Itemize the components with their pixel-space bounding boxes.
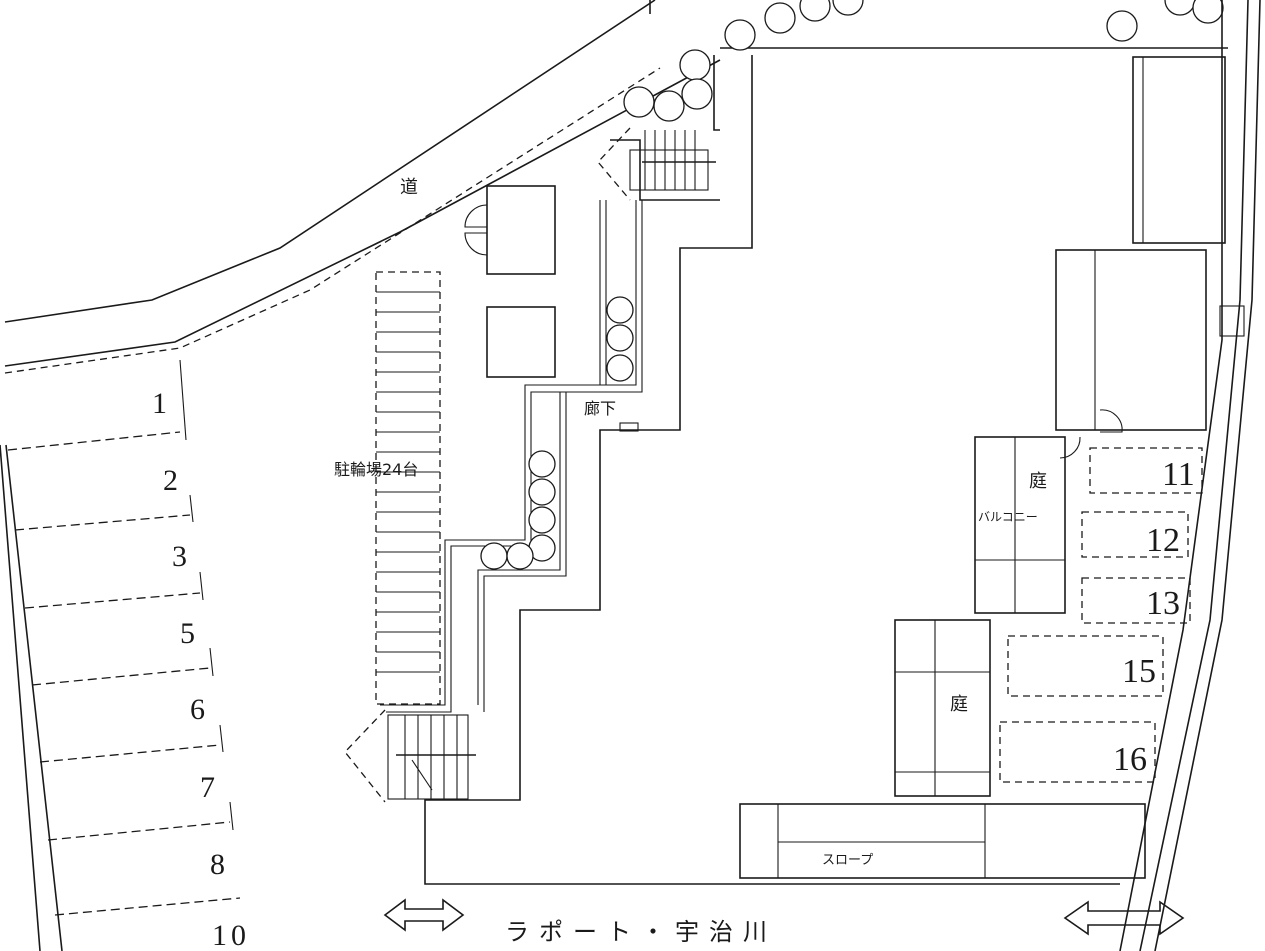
right-boundary <box>1119 0 1261 951</box>
tree-icon <box>681 78 713 110</box>
tree-icon <box>623 86 655 118</box>
tree-icon <box>528 506 556 534</box>
lower-staircase <box>344 709 476 803</box>
garden-label: 庭 <box>1029 471 1047 492</box>
right-buildings <box>1055 56 1226 459</box>
left-parking-dividers <box>7 359 241 916</box>
slope-label: スロープ <box>822 853 873 868</box>
tree-icon <box>799 0 831 22</box>
double-arrow-icon <box>383 898 465 932</box>
tree-icon <box>528 478 556 506</box>
parking-number: 10 <box>212 919 250 951</box>
parking-number: 2 <box>163 464 178 497</box>
parking-number: 15 <box>1122 653 1156 690</box>
parking-number: 6 <box>190 693 205 726</box>
corridor-label: 廊下 <box>584 399 616 418</box>
left-boundary <box>0 444 63 951</box>
tree-icon <box>764 2 796 34</box>
parking-number: 3 <box>172 540 187 573</box>
balcony-label: バルコニー <box>978 510 1038 524</box>
right-parking <box>999 447 1203 783</box>
tree-icon <box>606 354 634 382</box>
tree-icon <box>832 0 864 16</box>
arrows <box>383 898 1185 936</box>
tree-icon <box>1164 0 1196 16</box>
parking-number: 7 <box>200 771 215 804</box>
parking-number: 16 <box>1113 741 1147 778</box>
bike-parking-label: 駐輪場24台 <box>334 460 418 479</box>
parking-number: 1 <box>152 387 167 420</box>
parking-number: 5 <box>180 617 195 650</box>
parking-number: 12 <box>1146 522 1180 559</box>
parking-number: 8 <box>210 848 225 881</box>
tree-icon <box>606 296 634 324</box>
building-outline <box>380 55 1120 885</box>
slope <box>739 803 1146 879</box>
left-parking-numbers: 1 2 3 5 6 7 8 10 <box>152 387 250 951</box>
tree-icon <box>724 19 756 51</box>
double-arrow-icon <box>1063 900 1185 936</box>
utility-boxes <box>464 185 556 378</box>
tree-icon <box>480 542 508 570</box>
tree-icon <box>506 542 534 570</box>
road <box>4 0 1228 374</box>
upper-staircase <box>597 127 716 201</box>
tree-icon <box>606 324 634 352</box>
trees <box>480 0 1224 570</box>
bottom-road-label: ラポート・宇治川 <box>505 918 777 946</box>
tree-icon <box>1106 10 1138 42</box>
road-label: 道 <box>400 177 418 198</box>
tree-icon <box>1192 0 1224 24</box>
garden-label: 庭 <box>950 694 968 715</box>
parking-number: 13 <box>1146 585 1180 622</box>
bike-parking <box>375 271 441 705</box>
tree-icon <box>528 450 556 478</box>
tree-icon <box>653 90 685 122</box>
tree-icon <box>679 49 711 81</box>
parking-number: 11 <box>1162 456 1195 493</box>
balcony-gardens <box>894 436 1066 797</box>
